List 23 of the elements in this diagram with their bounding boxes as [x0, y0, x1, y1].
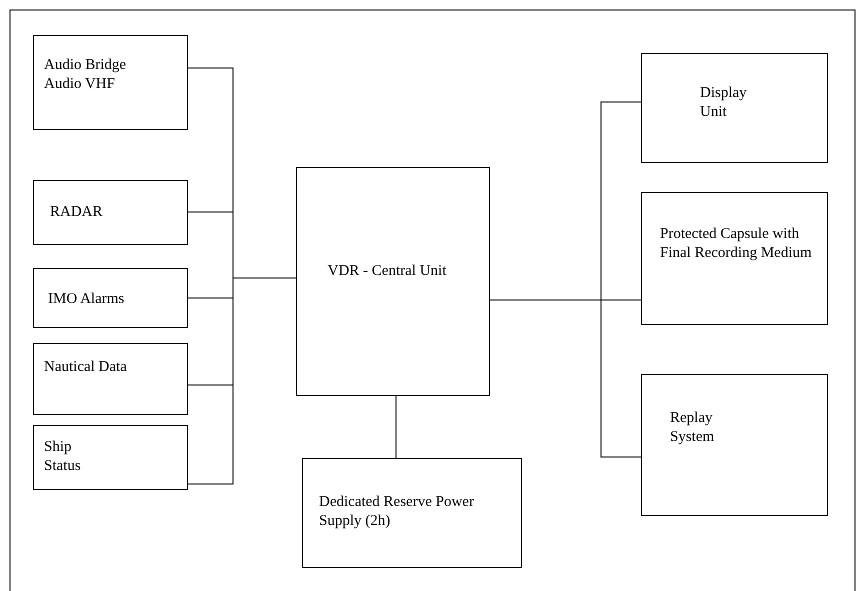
process-box — [296, 167, 490, 396]
process-box — [33, 35, 188, 130]
box-label: Display Unit — [700, 84, 748, 122]
box-label: Ship Status — [44, 438, 82, 476]
process-box — [641, 192, 828, 325]
connector-line — [188, 278, 296, 484]
box-label: Protected Capsule with Final Recording Medium — [660, 225, 813, 263]
box-label: Audio Bridge — [44, 56, 128, 75]
process-box — [33, 343, 188, 415]
box-label: Nautical Data — [44, 358, 128, 377]
connector-line — [490, 300, 642, 458]
box-label: Audio VHF — [44, 75, 116, 94]
process-box — [641, 374, 828, 516]
box-label: Dedicated Reserve Power Supply (2h) — [319, 493, 475, 531]
process-box — [33, 425, 188, 490]
process-box — [302, 458, 522, 568]
box-label: VDR - Central Unit — [327, 262, 447, 281]
process-box — [641, 53, 828, 163]
process-box — [33, 180, 188, 245]
box-label: Replay System — [670, 409, 716, 447]
box-label: RADAR — [50, 203, 104, 222]
box-label: IMO Alarms — [48, 290, 126, 309]
process-box — [33, 268, 188, 328]
